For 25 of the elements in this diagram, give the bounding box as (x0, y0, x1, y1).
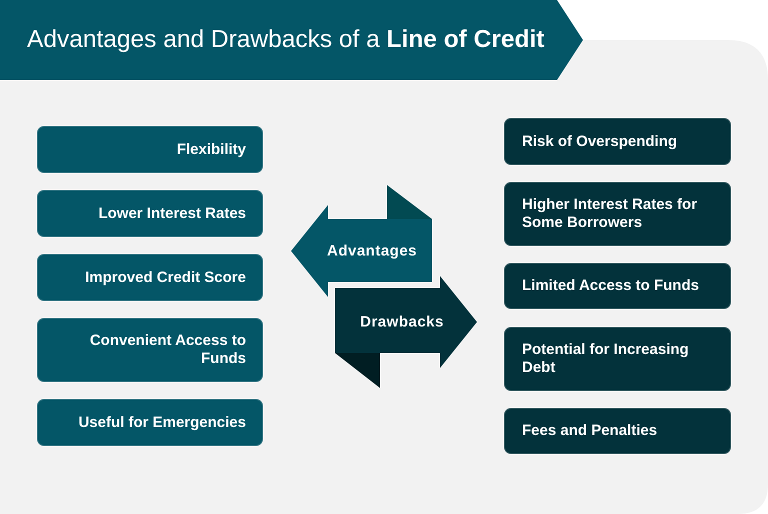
drawback-card (504, 408, 731, 454)
drawback-card (504, 327, 731, 391)
advantage-text: Improved Credit Score (85, 268, 246, 286)
arrow-label: Drawbacks (360, 314, 444, 330)
advantage-text: Lower Interest Rates (98, 204, 246, 222)
drawback-card (504, 263, 731, 309)
advantage-text: Flexibility (176, 140, 246, 158)
advantage-card (37, 399, 263, 446)
arrow-label: Advantages (326, 242, 418, 260)
advantage-text: Convenient Access to Funds (88, 332, 246, 368)
left-arrow-shape (291, 185, 432, 297)
title-text: Advantages and Drawbacks of a Line of Credit (27, 26, 544, 54)
drawback-text: Limited Access to Funds (522, 277, 699, 295)
drawback-text: Higher Interest Rates for Some Borrowers (522, 196, 698, 232)
advantage-text: Useful for Emergencies (78, 414, 246, 432)
advantage-card (37, 126, 263, 173)
advantage-card (37, 254, 263, 301)
drawback-card (504, 118, 731, 165)
right-arrow-shape (335, 276, 477, 388)
drawback-text: Fees and Penalties (522, 422, 658, 440)
drawback-text: Potential for Increasing Debt (522, 341, 690, 377)
drawback-card (504, 182, 731, 246)
advantage-card (37, 318, 263, 382)
advantage-card (37, 190, 263, 237)
drawback-text: Risk of Overspending (522, 132, 678, 150)
